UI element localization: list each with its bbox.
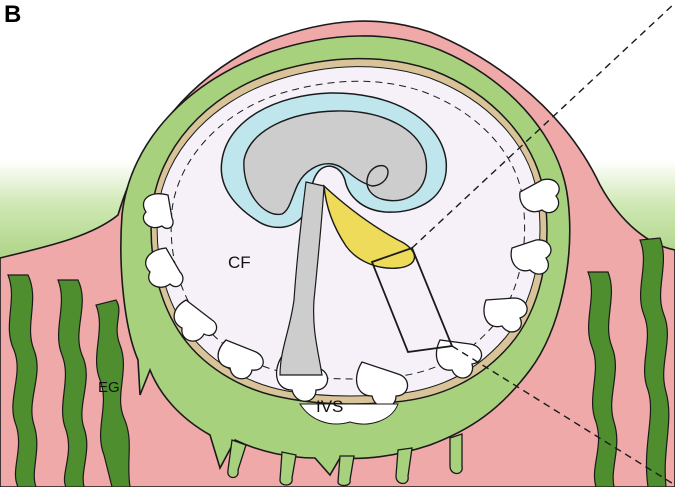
panel-label: B <box>4 1 21 28</box>
label-ivs: IVS <box>316 397 343 416</box>
label-cf: CF <box>228 253 251 272</box>
label-eg: EG <box>98 379 120 396</box>
